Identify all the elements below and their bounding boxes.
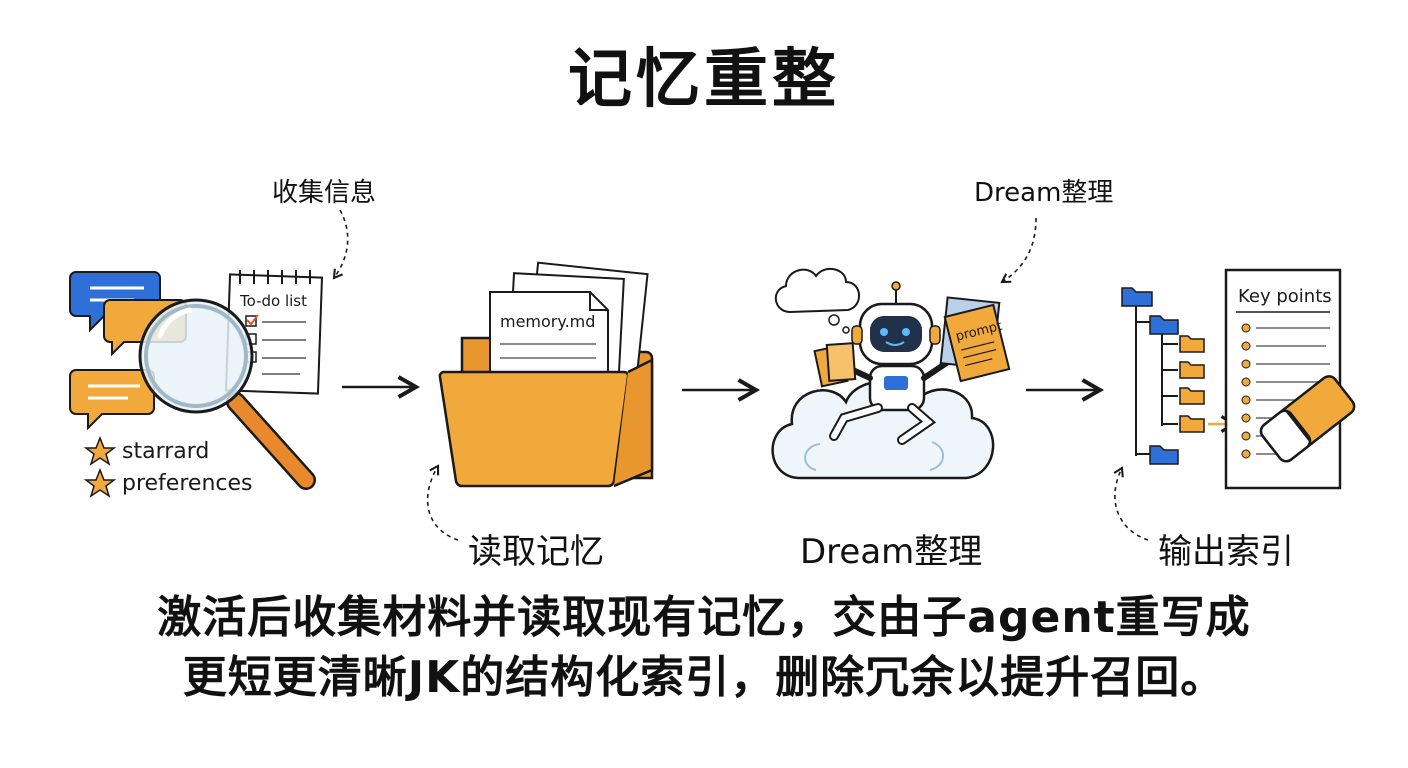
folder-icon [1179,415,1205,433]
tag-preferences: preferences [122,471,252,496]
label-dream-top: Dream整理 [974,178,1114,208]
todo-title: To-do list [239,292,307,310]
folder-icon [1179,335,1205,353]
label-collect: 收集信息 [272,178,377,208]
cloud-icon [771,380,995,480]
pointer-dream [1000,217,1037,284]
card-icon [813,342,857,388]
caption-line-1: 激活后收集材料并读取现有记忆，交由子agent重写成 [157,592,1251,643]
pointer-read [426,464,459,541]
star-icon [83,467,117,498]
magnifying-glass-icon [138,298,316,490]
collect-illustration: To-do list starrard preferences [69,270,324,498]
chat-bubble-icon [69,369,155,431]
caption: 激活后收集材料并读取现有记忆，交由子agent重写成 更短更清晰JK的结构化索引… [40,588,1368,708]
prompt-card-icon: pr prompt [939,296,1011,383]
key-points-document: Key points [1224,268,1356,490]
dream-robot-illustration: pr prompt [771,267,1011,480]
folder-icon [1121,287,1153,307]
memory-file-name: memory.md [500,312,595,331]
folder-icon [1149,445,1179,465]
label-dream-bottom: Dream整理 [800,532,983,572]
tag-starrard: starrard [122,439,209,464]
thought-cloud-icon [775,267,860,334]
folder-icon [1179,361,1205,379]
pointer-output [1113,466,1149,541]
eraser-icon [1259,375,1356,463]
caption-line-2: 更短更清晰JK的结构化索引，删除冗余以提升召回。 [182,652,1226,703]
folder-icon [1179,387,1205,405]
index-tree-illustration [1121,287,1238,465]
key-points-title: Key points [1238,286,1332,307]
pointer-collect [332,209,349,280]
label-read: 读取记忆 [468,532,604,572]
folder-icon [1149,315,1179,335]
star-icon [83,435,117,466]
robot-icon [829,281,957,445]
page-title: 记忆重整 [568,43,840,117]
memory-folder-illustration: memory.md [438,261,654,488]
label-output: 输出索引 [1158,532,1294,572]
